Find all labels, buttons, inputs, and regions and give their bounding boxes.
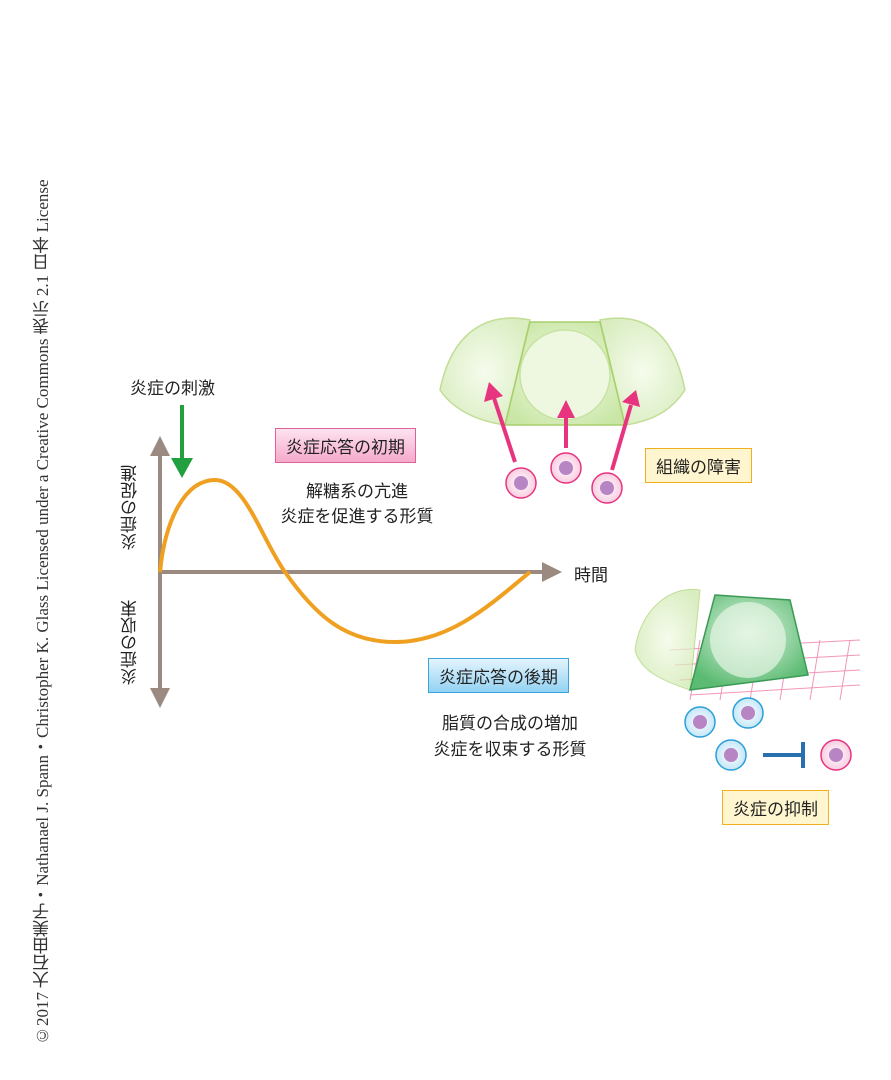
- macrophage-cell: [715, 739, 747, 771]
- tissue-upper: [439, 317, 686, 426]
- inflammation-curve: [158, 477, 532, 645]
- late-line1: 脂質の合成の増加: [442, 714, 578, 734]
- y-axis-arrow-up: [150, 436, 170, 456]
- macrophage-cell: [684, 706, 716, 738]
- early-phase-badge: 炎症応答の初期: [275, 428, 416, 463]
- recruitment-arrows: [484, 382, 640, 471]
- macrophage-cell: [732, 697, 764, 729]
- x-axis-arrow: [542, 562, 562, 582]
- macrophages-pink: [505, 452, 852, 771]
- macrophage-cell: [591, 472, 623, 504]
- tissue-damage-label: 組織の障害: [645, 448, 752, 483]
- y-axis-up-label: 炎症の促進: [121, 465, 141, 550]
- tissue-lower: [634, 588, 861, 701]
- y-axis-arrow-down: [150, 688, 170, 708]
- macrophages-blue: [684, 697, 764, 771]
- stimulus-arrow: [171, 405, 193, 478]
- late-phase-badge: 炎症応答の後期: [428, 658, 569, 693]
- inhibition-symbol: [763, 742, 805, 768]
- y-axis-down-label: 炎症の収束: [121, 600, 141, 685]
- macrophage-cell: [505, 467, 537, 499]
- copyright-notice: ©2017 大石由美子・Nathanael J. Spann・Christoph…: [33, 179, 52, 1045]
- early-line2: 炎症を促進する形質: [280, 507, 434, 527]
- macrophage-cell: [820, 739, 852, 771]
- stimulus-label: 炎症の刺激: [130, 379, 215, 399]
- early-line1: 解糖系の亢進: [306, 482, 408, 502]
- x-axis-label: 時間: [574, 566, 608, 586]
- late-line2: 炎症を収束する形質: [433, 740, 587, 760]
- inflammation-suppression-label: 炎症の抑制: [722, 790, 829, 825]
- macrophage-cell: [550, 452, 582, 484]
